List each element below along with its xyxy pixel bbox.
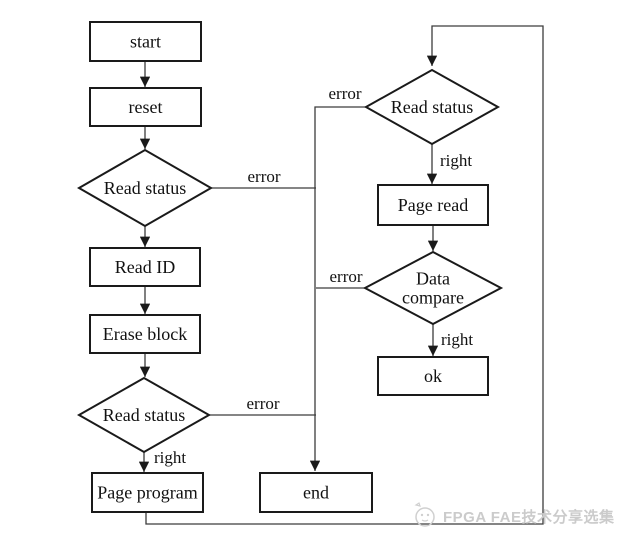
node-erase-block: Erase block (89, 314, 201, 354)
node-label: Page read (398, 195, 468, 215)
edge-readstatus1-error: error (211, 167, 316, 189)
node-label: reset (129, 97, 163, 117)
node-shape (362, 250, 504, 326)
edge-label-readstatus2-to-pageprogram: right (154, 448, 186, 467)
edge-label-datacompare-to-ok: right (441, 330, 473, 349)
node-shape (76, 148, 214, 228)
node-shape (89, 247, 201, 287)
node-read-id: Read ID (89, 247, 201, 287)
node-page-read: Page read (377, 184, 489, 226)
edge-readstatus3-error-to-end: error (309, 84, 366, 471)
node-shape (89, 314, 201, 354)
node-start: start (89, 21, 202, 62)
node-shape (377, 356, 489, 396)
node-label: ok (424, 366, 442, 386)
node-shape (76, 376, 212, 454)
node-label: Read status (104, 178, 187, 198)
edge-pageprogram-loop-to-readstatus3 (145, 25, 544, 525)
edge-label-readstatus1-error: error (247, 167, 280, 186)
edge-label-readstatus3-error-to-end: error (328, 84, 361, 103)
node-end: end (259, 472, 373, 513)
node-shape (363, 68, 501, 146)
node-read-status-2: Read status (76, 376, 212, 454)
edge-readstatus2-error: error (209, 394, 316, 416)
node-shape (89, 87, 202, 127)
edge-datacompare-to-ok: right (427, 324, 473, 356)
edge-readstatus2-to-pageprogram: right (138, 448, 186, 472)
node-ok: ok (377, 356, 489, 396)
edge-datacompare-error: error (316, 267, 365, 289)
edge-line (309, 106, 366, 471)
node-label: Page program (97, 483, 197, 503)
node-shape (89, 21, 202, 62)
node-label: Read ID (115, 257, 175, 277)
node-page-program: Page program (91, 472, 204, 513)
node-label: end (303, 483, 329, 503)
node-label: compare (402, 288, 464, 308)
node-read-status-1: Read status (76, 148, 214, 228)
node-label: Data (416, 269, 450, 289)
node-label: start (130, 32, 161, 52)
node-label: Read status (103, 405, 186, 425)
edge-line (145, 25, 544, 525)
edge-label-readstatus3-to-pageread: right (440, 151, 472, 170)
node-shape (377, 184, 489, 226)
edge-label-datacompare-error: error (329, 267, 362, 286)
node-shape (91, 472, 204, 513)
edge-readstatus3-to-pageread: right (426, 144, 472, 184)
node-reset: reset (89, 87, 202, 127)
node-label: Erase block (103, 324, 187, 344)
node-read-status-3: Read status (363, 68, 501, 146)
edge-label-readstatus2-error: error (246, 394, 279, 413)
node-label: Read status (391, 97, 474, 117)
node-shape (259, 472, 373, 513)
